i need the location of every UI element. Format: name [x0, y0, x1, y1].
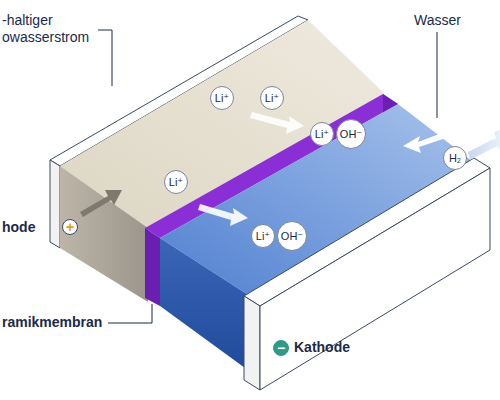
ion-circle: Li⁺	[251, 224, 275, 248]
hydrogen-arrow	[468, 130, 500, 160]
ion-circle: Li⁺	[260, 86, 284, 110]
ion-circle: H₂	[443, 146, 467, 170]
part-label: hode	[2, 219, 62, 236]
part-label-text: hode	[2, 219, 35, 235]
water-chamber-front	[160, 238, 256, 376]
ion-circle: Li⁺	[310, 122, 334, 146]
anode-plate-front	[50, 160, 60, 248]
ion-symbol: H₂	[449, 153, 461, 164]
leader-line	[108, 304, 152, 323]
part-label: Kathode	[294, 339, 384, 356]
part-label-text: -haltiger owasserstrom	[2, 12, 89, 45]
part-label: Wasser	[414, 12, 484, 29]
cathode-plate-side	[260, 168, 490, 390]
part-label-text: Kathode	[294, 339, 350, 355]
ion-symbol: +	[66, 220, 74, 234]
part-label: -haltiger owasserstrom	[2, 12, 98, 46]
leader-line	[437, 32, 438, 118]
cathode-plate-front	[244, 296, 260, 390]
ion-circle: Li⁺	[210, 86, 234, 110]
ion-symbol: Li⁺	[215, 93, 229, 104]
ion-circle: Li⁺	[164, 170, 188, 194]
ion-circle: +	[62, 219, 78, 235]
ion-symbol: −	[277, 341, 285, 355]
part-label-text: ramikmembran	[2, 314, 102, 330]
part-label: ramikmembran	[2, 314, 106, 331]
migration-arrow	[198, 204, 248, 226]
ion-circle: OH⁻	[277, 221, 307, 251]
migration-arrow	[250, 112, 304, 134]
ion-symbol: Li⁺	[256, 231, 270, 242]
part-label-text: Wasser	[414, 12, 461, 28]
inflow-arrow	[80, 190, 122, 217]
leader-line	[98, 30, 112, 86]
feed-chamber-front	[60, 166, 148, 302]
ion-symbol: Li⁺	[315, 129, 329, 140]
membrane-front	[145, 228, 160, 306]
ion-circle: −	[273, 340, 289, 356]
ion-circle: OH⁻	[336, 119, 366, 149]
ion-symbol: OH⁻	[281, 231, 303, 242]
ion-symbol: OH⁻	[340, 129, 362, 140]
ion-symbol: Li⁺	[265, 93, 279, 104]
ion-symbol: Li⁺	[169, 177, 183, 188]
